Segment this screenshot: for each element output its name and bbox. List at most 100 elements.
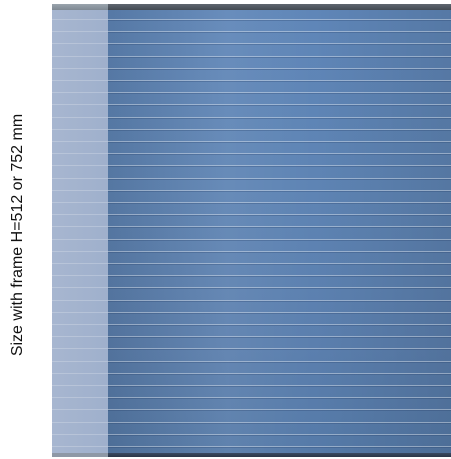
slat-line (108, 385, 451, 386)
slat-shadow (108, 386, 451, 387)
slat-line (108, 190, 451, 191)
slat-line (108, 434, 451, 435)
side-slat-line (52, 19, 108, 20)
slat-shadow (108, 32, 451, 33)
slat-line (108, 373, 451, 374)
slat-line (108, 80, 451, 81)
slat-line (108, 324, 451, 325)
slat-shadow (108, 81, 451, 82)
side-slat-line (52, 348, 108, 349)
side-slat-line (52, 361, 108, 362)
side-slat-line (52, 178, 108, 179)
slat-line (108, 397, 451, 398)
size-label: Size with frame H=512 or 752 mm (9, 113, 26, 357)
side-slat-line (52, 226, 108, 227)
side-slat-line (52, 141, 108, 142)
side-slat-line (52, 190, 108, 191)
slat-line (108, 361, 451, 362)
slat-line (108, 409, 451, 410)
frame-top-left (52, 4, 108, 10)
slat-shadow (108, 179, 451, 180)
slat-shadow (108, 20, 451, 21)
slat-shadow (108, 105, 451, 106)
side-slat-line (52, 324, 108, 325)
side-slat-line (52, 263, 108, 264)
side-slat-line (52, 446, 108, 447)
roller-shutter (52, 4, 451, 457)
slat-shadow (108, 447, 451, 448)
side-slat-line (52, 422, 108, 423)
slat-line (108, 422, 451, 423)
slat-line (108, 117, 451, 118)
side-slat-line (52, 104, 108, 105)
side-slat-line (52, 56, 108, 57)
side-slat-line (52, 239, 108, 240)
slat-shadow (108, 325, 451, 326)
side-slat-line (52, 373, 108, 374)
frame-bottom (52, 453, 451, 457)
side-slat-line (52, 251, 108, 252)
slat-shadow (108, 313, 451, 314)
slat-shadow (108, 252, 451, 253)
slat-shadow (108, 301, 451, 302)
side-slat-line (52, 336, 108, 337)
side-slat-line (52, 202, 108, 203)
side-slat-line (52, 68, 108, 69)
side-slat-line (52, 117, 108, 118)
slat-line (108, 92, 451, 93)
slat-line (108, 214, 451, 215)
side-slat-line (52, 31, 108, 32)
side-slat-line (52, 214, 108, 215)
slat-shadow (108, 264, 451, 265)
slat-shadow (108, 118, 451, 119)
slat-shadow (108, 374, 451, 375)
slat-line (108, 129, 451, 130)
slat-line (108, 68, 451, 69)
slat-shadow (108, 191, 451, 192)
slat-line (108, 239, 451, 240)
slat-line (108, 104, 451, 105)
slat-line (108, 312, 451, 313)
slat-shadow (108, 44, 451, 45)
slat-shadow (108, 154, 451, 155)
side-slat-line (52, 80, 108, 81)
side-slat-line (52, 312, 108, 313)
slat-line (108, 251, 451, 252)
side-slat-line (52, 409, 108, 410)
slat-shadow (108, 69, 451, 70)
slat-shadow (108, 166, 451, 167)
slat-shadow (108, 362, 451, 363)
slat-shadow (108, 203, 451, 204)
slat-line (108, 56, 451, 57)
side-slat-line (52, 300, 108, 301)
slat-line (108, 300, 451, 301)
slat-shadow (108, 227, 451, 228)
side-slat-line (52, 43, 108, 44)
side-frame-strip (52, 10, 108, 457)
slat-shadow (108, 410, 451, 411)
slat-line (108, 202, 451, 203)
side-slat-line (52, 275, 108, 276)
side-slat-line (52, 434, 108, 435)
side-slat-line (52, 397, 108, 398)
slat-shadow (108, 142, 451, 143)
slat-line (108, 43, 451, 44)
slat-shadow (108, 240, 451, 241)
slat-line (108, 19, 451, 20)
side-slat-line (52, 165, 108, 166)
slat-line (108, 226, 451, 227)
slat-shadow (108, 337, 451, 338)
slat-shadow (108, 93, 451, 94)
slat-shadow (108, 423, 451, 424)
frame-top (52, 4, 451, 10)
frame-bottom-left (52, 453, 108, 457)
slat-shadow (108, 349, 451, 350)
slat-line (108, 336, 451, 337)
slat-line (108, 275, 451, 276)
side-slat-line (52, 153, 108, 154)
slat-line (108, 153, 451, 154)
slat-shadow (108, 435, 451, 436)
slat-shadow (108, 215, 451, 216)
slat-shadow (108, 130, 451, 131)
